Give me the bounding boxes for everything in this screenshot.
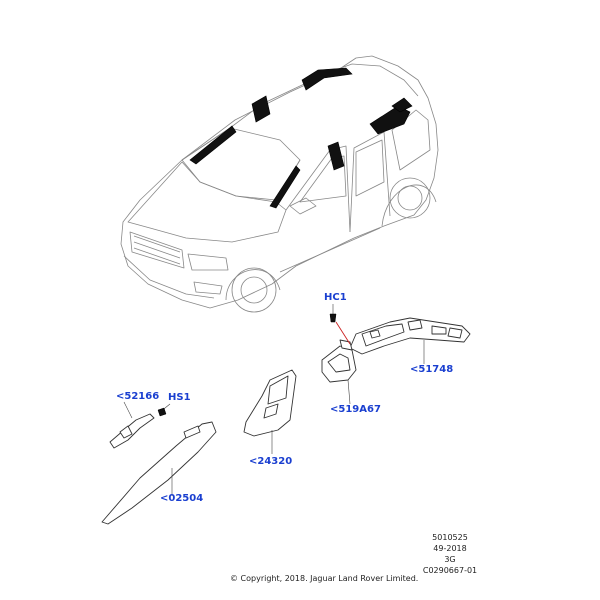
drawing-info-line-2: 49-2018 [433, 544, 467, 553]
drawing-info-line-4: C0290667-01 [422, 566, 478, 575]
callout-24320[interactable]: <24320 [249, 456, 293, 467]
drawing-info-line-3: 3G [444, 555, 456, 564]
callout-519a67[interactable]: <519A67 [330, 404, 381, 415]
highlighted-trim-parts [189, 67, 413, 209]
part-52166-illustration [109, 401, 171, 449]
callout-hc1[interactable]: HC1 [324, 292, 347, 303]
part-51748-illustration [349, 317, 471, 355]
callout-02504[interactable]: <02504 [160, 493, 204, 504]
part-02504-illustration [101, 421, 217, 525]
callout-52166[interactable]: <52166 [116, 391, 160, 402]
part-519a67-illustration [321, 339, 357, 383]
drawing-info: 5010525 49-2018 3G C0290667-01 [420, 532, 480, 576]
vehicle-illustration [120, 55, 439, 313]
part-24320-illustration [243, 369, 297, 437]
leader-lines [271, 340, 425, 454]
callout-hs1[interactable]: HS1 [168, 392, 191, 403]
drawing-info-line-1: 5010525 [432, 533, 468, 542]
fastener-hc1-illustration [329, 304, 351, 345]
copyright-notice: © Copyright, 2018. Jaguar Land Rover Lim… [230, 574, 419, 583]
callout-51748[interactable]: <51748 [410, 364, 454, 375]
